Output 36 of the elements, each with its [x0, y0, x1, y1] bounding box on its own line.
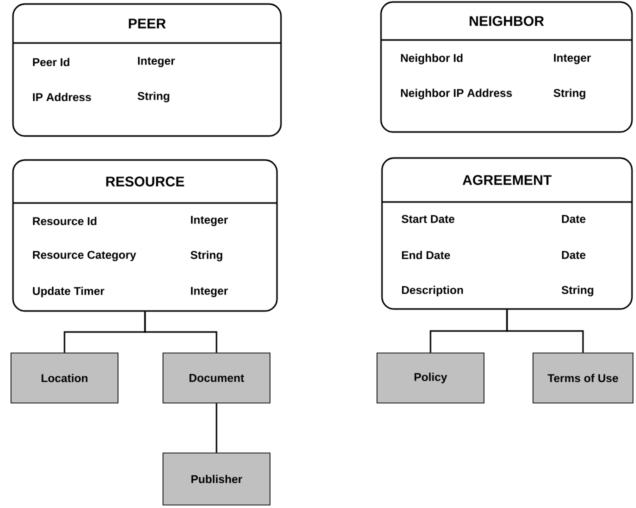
attribute-type: String [554, 88, 586, 100]
connector [506, 310, 584, 353]
attribute-name: Description [402, 286, 463, 296]
attribute-name: Resource Id [33, 216, 96, 226]
class-box: Policy [376, 352, 484, 404]
attribute-name: Neighbor IP Address [401, 88, 512, 100]
attribute-type: Integer [191, 216, 228, 226]
entity-box [12, 159, 278, 312]
attribute-name: IP Address [33, 92, 91, 102]
entity-box [12, 3, 282, 137]
entity-title: PEER [128, 18, 166, 28]
attribute-type: String [138, 92, 170, 102]
attribute-name: Update Timer [32, 286, 104, 298]
attribute-name: End Date [402, 250, 450, 260]
connector [216, 403, 218, 453]
entity-title: RESOURCE [106, 176, 184, 186]
attribute-type: Integer [138, 56, 175, 68]
attribute-type: Integer [191, 286, 228, 298]
attribute-name: Peer Id [33, 58, 70, 66]
entity-box [381, 157, 633, 310]
attribute-type: Date [562, 251, 586, 259]
connector [144, 312, 218, 353]
class-box: Location [10, 352, 118, 404]
entity-box [380, 1, 633, 133]
class-box: Publisher [162, 452, 270, 506]
attribute-type: Date [562, 215, 586, 223]
attribute-type: String [562, 286, 594, 296]
attribute-name: Neighbor Id [401, 54, 462, 64]
class-box: Document [162, 352, 270, 404]
attribute-name: Resource Category [33, 250, 136, 262]
attribute-type: String [190, 250, 222, 262]
entity-title: AGREEMENT [462, 175, 552, 185]
attribute-type: Integer [554, 54, 591, 64]
class-box: Terms of Use [532, 352, 634, 404]
attribute-name: Start Date [402, 215, 454, 223]
entity-title: NEIGHBOR [470, 16, 544, 26]
